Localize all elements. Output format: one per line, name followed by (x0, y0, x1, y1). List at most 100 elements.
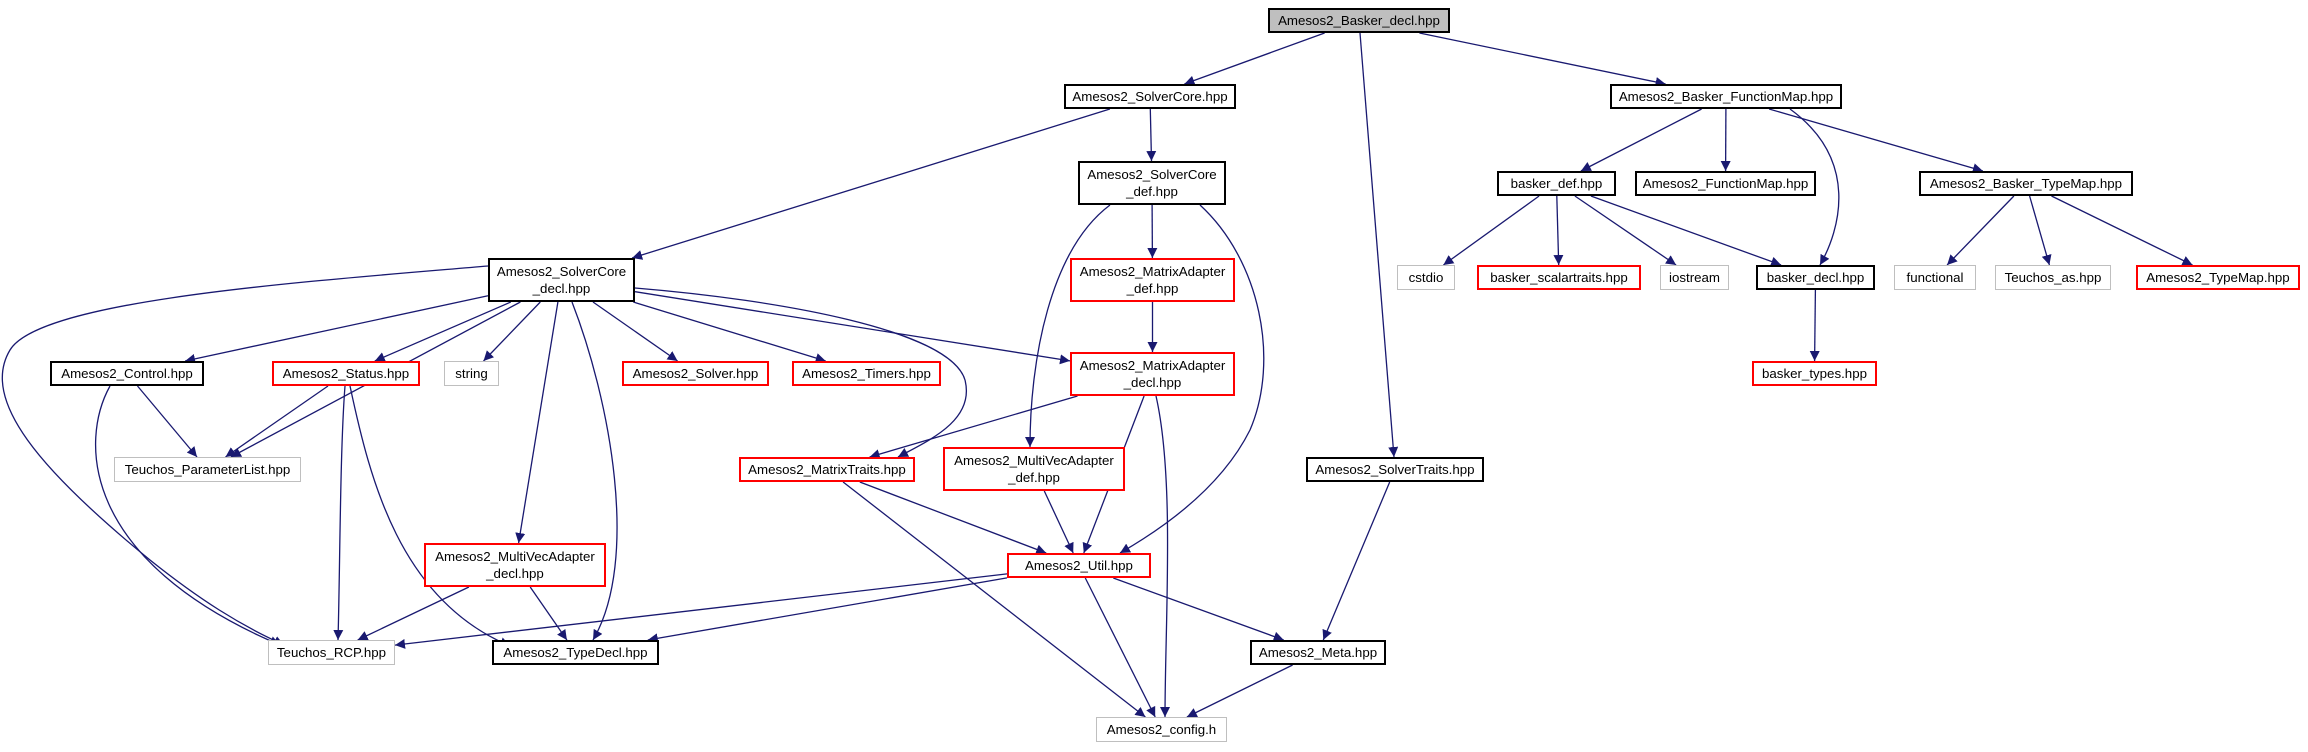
node-multivecadapter-decl[interactable]: Amesos2_MultiVecAdapter_decl.hpp (424, 543, 606, 587)
node-label-line: Amesos2_FunctionMap.hpp (1642, 176, 1809, 191)
node-parameterlist: Teuchos_ParameterList.hpp (114, 457, 301, 482)
edge-basker_functionmap-to-basker_typemap (1768, 108, 1984, 174)
node-label-line: Amesos2_TypeMap.hpp (2146, 270, 2290, 285)
node-cstdio: cstdio (1397, 265, 1455, 290)
node-basker-decl[interactable]: basker_decl.hpp (1756, 265, 1875, 290)
node-solvertraits[interactable]: Amesos2_SolverTraits.hpp (1306, 457, 1484, 482)
node-basker-functionmap[interactable]: Amesos2_Basker_FunctionMap.hpp (1610, 84, 1842, 109)
node-label-line: Amesos2_SolverCore (496, 264, 627, 279)
node-matrixadapter-def[interactable]: Amesos2_MatrixAdapter _def.hpp (1070, 258, 1235, 302)
edge-meta-to-config (1186, 664, 1293, 718)
node-label-line: Amesos2_Meta.hpp (1258, 645, 1378, 660)
node-status[interactable]: Amesos2_Status.hpp (272, 361, 420, 386)
edge-util-to-teuchos_rcp (394, 573, 1008, 649)
edge-solvercore_def-to-util (1119, 204, 1265, 554)
node-basker-scalartraits[interactable]: basker_scalartraits.hpp (1477, 265, 1641, 290)
node-timers[interactable]: Amesos2_Timers.hpp (792, 361, 941, 386)
node-label-line: Teuchos_RCP.hpp (276, 645, 387, 660)
node-label-line: Teuchos_as.hpp (2004, 270, 2102, 285)
node-label-line: basker_def.hpp (1510, 176, 1603, 191)
node-label-line: Amesos2_MultiVecAdapter (954, 453, 1114, 468)
node-util[interactable]: Amesos2_Util.hpp (1007, 553, 1151, 578)
edge-solvercore_hpp-to-solvercore_def (1146, 108, 1157, 162)
edge-matrixtraits-to-config (842, 481, 1146, 718)
edge-basker_def-to-cstdio (1443, 195, 1540, 266)
edge-util-to-config (1084, 577, 1156, 718)
edge-solvercore_decl-to-string (483, 301, 541, 362)
node-typedecl[interactable]: Amesos2_TypeDecl.hpp (492, 640, 659, 665)
edge-basker_typemap-to-typemap (2051, 195, 2193, 266)
node-solvercore-def[interactable]: Amesos2_SolverCore_def.hpp (1078, 161, 1226, 205)
edge-basker_decl_root-to-basker_functionmap (1419, 32, 1666, 87)
node-string: string (444, 361, 499, 386)
node-control[interactable]: Amesos2_Control.hpp (50, 361, 204, 386)
node-meta[interactable]: Amesos2_Meta.hpp (1250, 640, 1386, 665)
node-typemap[interactable]: Amesos2_TypeMap.hpp (2136, 265, 2300, 290)
node-basker-def[interactable]: basker_def.hpp (1497, 171, 1616, 196)
edge-basker_functionmap-to-basker_decl (1789, 108, 1840, 266)
node-label-line: _decl.hpp (532, 281, 591, 296)
node-solver[interactable]: Amesos2_Solver.hpp (622, 361, 769, 386)
node-teuchos-as: Teuchos_as.hpp (1995, 265, 2111, 290)
node-solvercore-decl[interactable]: Amesos2_SolverCore _decl.hpp (488, 258, 635, 302)
node-label-line: functional (1906, 270, 1964, 285)
node-basker-types[interactable]: basker_types.hpp (1752, 361, 1877, 386)
edge-matrixtraits-to-util (859, 481, 1047, 555)
node-functionmap[interactable]: Amesos2_FunctionMap.hpp (1635, 171, 1816, 196)
node-config: Amesos2_config.h (1096, 717, 1227, 742)
node-solvercore-hpp[interactable]: Amesos2_SolverCore.hpp (1064, 84, 1236, 109)
edge-basker_decl_root-to-solvertraits (1359, 32, 1399, 458)
node-label-line: Amesos2_Basker_decl.hpp (1278, 13, 1440, 28)
edge-basker_typemap-to-functional (1946, 195, 2015, 266)
node-label-line: _def.hpp (1126, 281, 1179, 296)
node-label-line: Amesos2_Timers.hpp (802, 366, 931, 381)
edge-matrixadapter_decl-to-config (1155, 395, 1171, 718)
edge-solvertraits-to-meta (1322, 481, 1391, 641)
node-basker-typemap[interactable]: Amesos2_Basker_TypeMap.hpp (1919, 171, 2133, 196)
node-label-line: Amesos2_Util.hpp (1025, 558, 1133, 573)
edge-status-to-teuchos_rcp (333, 385, 346, 641)
edge-control-to-parameterlist (137, 385, 198, 458)
edge-basker_functionmap-to-basker_def (1580, 108, 1702, 172)
node-label-line: basker_types.hpp (1762, 366, 1867, 381)
node-matrixadapter-decl[interactable]: Amesos2_MatrixAdapter_decl.hpp (1070, 352, 1235, 396)
node-label-line: Amesos2_Control.hpp (61, 366, 193, 381)
edge-multivecadapter_decl-to-teuchos_rcp (357, 586, 470, 641)
edge-matrixadapter_decl-to-matrixtraits (869, 395, 1078, 459)
edge-solvercore_decl-to-teuchos_rcp (1, 265, 489, 646)
node-label-line: Amesos2_TypeDecl.hpp (503, 645, 648, 660)
edge-util-to-meta (1113, 577, 1284, 642)
edge-basker_def-to-basker_scalartraits (1553, 195, 1564, 266)
edge-solvercore_decl-to-matrixtraits (634, 287, 968, 458)
edge-status-to-typedecl (349, 385, 511, 647)
node-label-line: Amesos2_SolverTraits.hpp (1315, 462, 1475, 477)
node-multivecadapter-def[interactable]: Amesos2_MultiVecAdapter_def.hpp (943, 447, 1125, 491)
edge-multivecadapter_decl-to-typedecl (529, 586, 568, 641)
node-label-line: cstdio (1408, 270, 1444, 285)
edge-solvercore_decl-to-status (374, 301, 512, 362)
node-matrixtraits[interactable]: Amesos2_MatrixTraits.hpp (739, 457, 915, 482)
node-label-line: iostream (1669, 270, 1720, 285)
node-label-line: string (455, 366, 488, 381)
node-label-line: Amesos2_MatrixAdapter (1079, 358, 1226, 373)
node-label-line: Amesos2_config.h (1106, 722, 1217, 737)
node-teuchos-rcp: Teuchos_RCP.hpp (268, 640, 395, 665)
edge-solvercore_decl-to-multivecadapter_decl (515, 301, 559, 544)
edge-status-to-parameterlist (225, 385, 329, 458)
edge-solvercore_decl-to-timers (633, 301, 826, 363)
node-label-line: Amesos2_Basker_FunctionMap.hpp (1618, 89, 1834, 104)
node-label-line: Teuchos_ParameterList.hpp (124, 462, 291, 477)
edge-util-to-typedecl (647, 577, 1008, 644)
node-label-line: Amesos2_Solver.hpp (632, 366, 759, 381)
node-functional: functional (1894, 265, 1976, 290)
node-label-line: Amesos2_MatrixAdapter (1079, 264, 1226, 279)
node-label-line: Amesos2_SolverCore (1087, 167, 1217, 182)
node-label-line: Amesos2_Basker_TypeMap.hpp (1929, 176, 2123, 191)
node-basker-decl-root[interactable]: Amesos2_Basker_decl.hpp (1268, 8, 1450, 33)
node-label-line: basker_decl.hpp (1766, 270, 1865, 285)
edge-solvercore_def-to-multivecadapter_def (1025, 204, 1111, 448)
edge-control-to-teuchos_rcp (95, 385, 281, 646)
edge-solvercore_hpp-to-solvercore_decl (631, 108, 1111, 260)
edge-solvercore_decl-to-control (184, 295, 489, 364)
